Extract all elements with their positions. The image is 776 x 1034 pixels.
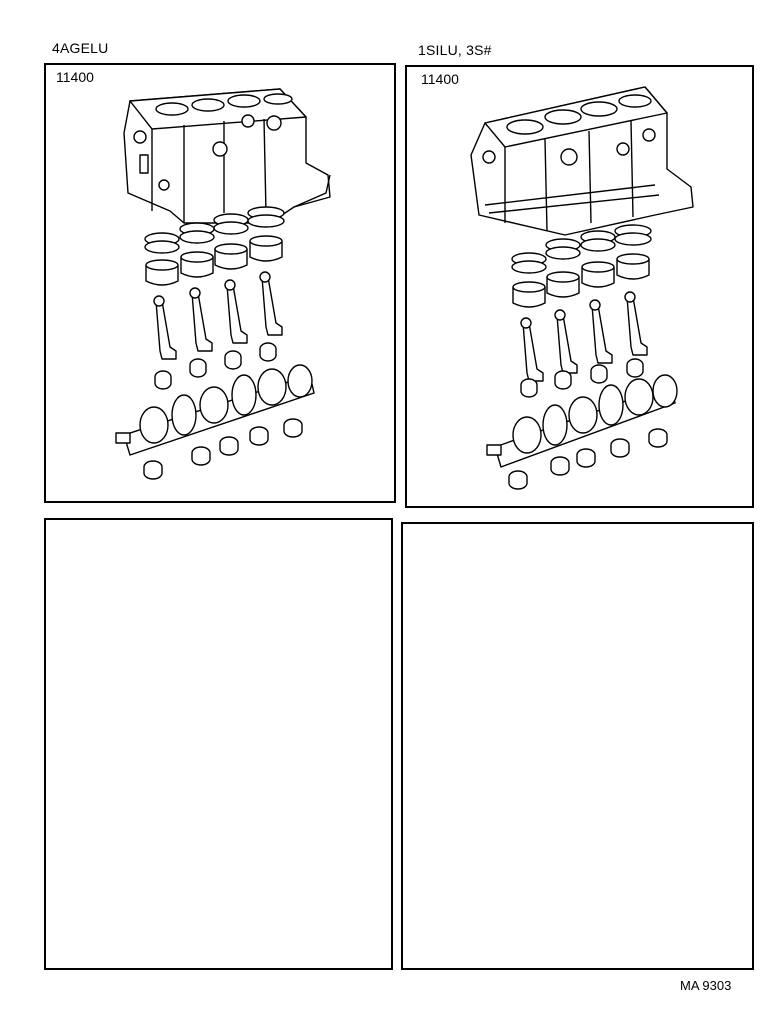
- engine-short-block-illustration-right: [470, 86, 694, 490]
- part-number-left: 11400: [56, 69, 94, 85]
- rod-bearings: [520, 358, 644, 398]
- main-bearings: [508, 428, 668, 490]
- parts-panel-left: 11400: [44, 63, 396, 503]
- connecting-rods: [153, 271, 283, 360]
- pistons: [512, 253, 650, 308]
- drawing-code: MA 9303: [680, 978, 732, 993]
- crankshaft: [115, 364, 315, 456]
- pistons: [145, 235, 283, 286]
- empty-panel-bottom-right: [401, 522, 754, 970]
- model-label-left: 4AGELU: [52, 40, 109, 56]
- cylinder-block: [470, 86, 694, 236]
- piston-rings: [511, 224, 652, 274]
- crankshaft: [486, 374, 678, 468]
- main-bearings: [143, 418, 303, 480]
- empty-panel-bottom-left: [44, 518, 393, 970]
- parts-panel-right: 11400: [405, 65, 754, 508]
- piston-rings: [144, 206, 285, 254]
- cylinder-block: [123, 88, 331, 224]
- engine-short-block-illustration-left: [115, 88, 331, 480]
- connecting-rods: [520, 291, 648, 382]
- model-label-right: 1SILU, 3S#: [418, 42, 492, 58]
- part-number-right: 11400: [421, 71, 459, 87]
- rod-bearings: [154, 342, 277, 390]
